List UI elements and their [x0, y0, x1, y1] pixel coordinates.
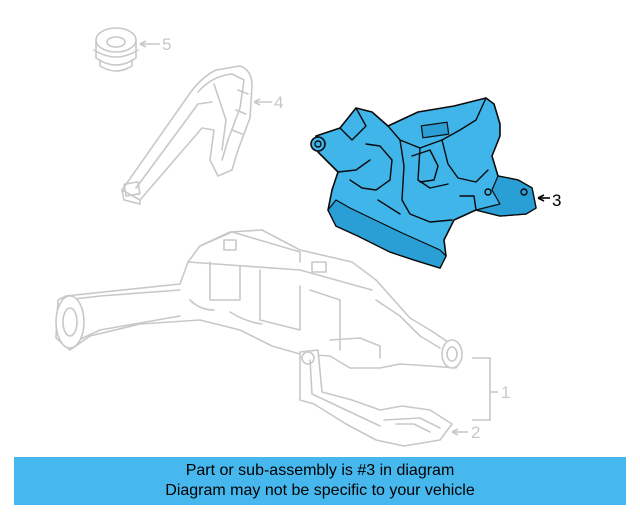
part-4-lever [121, 65, 253, 205]
parts-diagram: 5 4 1 [55, 27, 561, 447]
banner-line-part-number: Part or sub-assembly is #3 in diagram [185, 462, 455, 479]
svg-text:4: 4 [274, 93, 283, 112]
svg-text:1: 1 [501, 383, 510, 402]
callout-2: 2 [451, 423, 480, 442]
svg-text:3: 3 [552, 191, 561, 210]
part-1-steering-column [55, 229, 463, 369]
part-2-bracket [299, 349, 453, 447]
part-info-banner: Part or sub-assembly is #3 in diagram Di… [14, 457, 626, 505]
part-5-grommet [93, 27, 139, 72]
banner-line-disclaimer: Diagram may not be specific to your vehi… [165, 482, 475, 499]
svg-text:5: 5 [162, 35, 171, 54]
callout-5: 5 [139, 35, 171, 54]
callout-3: 3 [537, 191, 561, 210]
part-3-bracket-highlighted [310, 97, 537, 269]
svg-text:2: 2 [471, 423, 480, 442]
callout-4: 4 [253, 93, 283, 112]
callout-1: 1 [472, 357, 510, 421]
